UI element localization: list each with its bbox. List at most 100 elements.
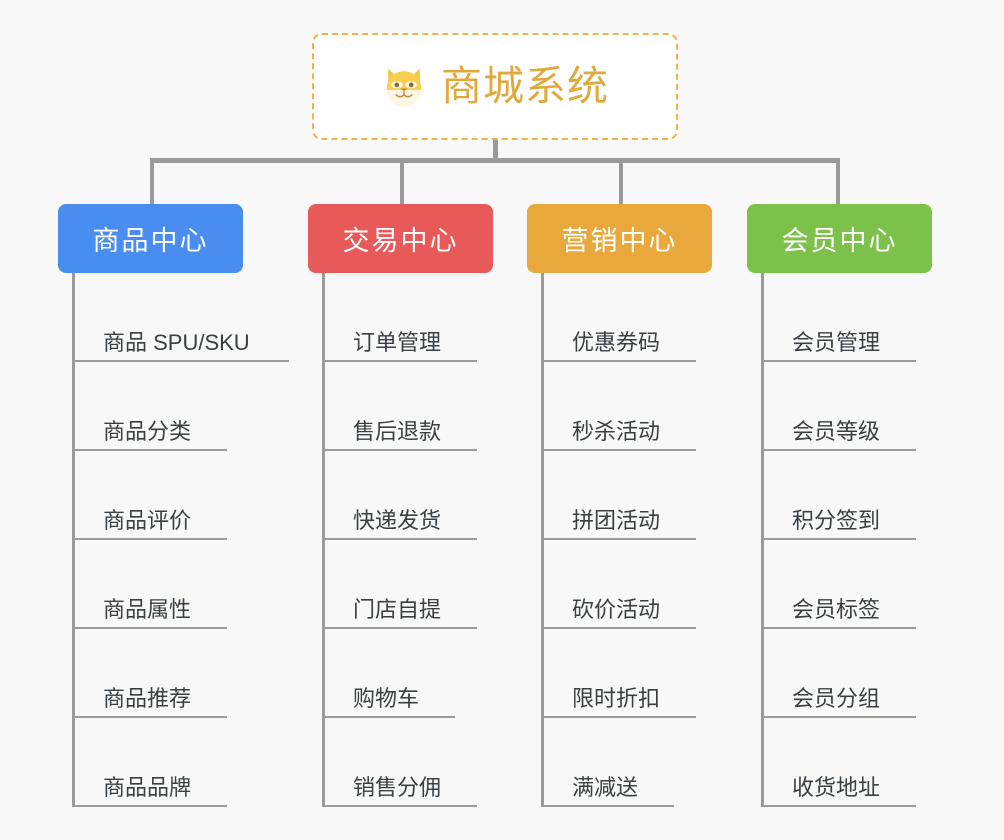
category-item-label: 订单管理 (353, 329, 442, 355)
category-column: 交易中心订单管理售后退款快递发货门店自提购物车销售分佣 (308, 204, 493, 807)
category-item-underline (761, 538, 916, 540)
category-item-underline (541, 627, 696, 629)
category-item[interactable]: 快递发货 (308, 451, 493, 540)
category-item-label: 商品 SPU/SKU (103, 329, 250, 355)
category-item[interactable]: 商品评价 (58, 451, 250, 540)
category-header[interactable]: 营销中心 (527, 204, 712, 273)
category-item[interactable]: 商品属性 (58, 540, 250, 629)
category-item-underline (761, 627, 916, 629)
category-column: 商品中心商品 SPU/SKU 商品分类商品评价商品属性商品推荐商品品牌 (58, 204, 289, 807)
category-header[interactable]: 交易中心 (308, 204, 493, 273)
category-item-label: 商品属性 (103, 596, 192, 622)
category-item-label: 销售分佣 (353, 774, 442, 800)
category-item[interactable]: 收货地址 (747, 718, 932, 807)
category-item-underline (761, 716, 916, 718)
category-item[interactable]: 门店自提 (308, 540, 493, 629)
category-column: 营销中心优惠券码秒杀活动拼团活动砍价活动限时折扣满减送 (527, 204, 712, 807)
branch-spine (322, 273, 325, 807)
category-item-label: 会员管理 (792, 329, 881, 355)
root-node[interactable]: 商城系统 (312, 33, 678, 140)
root-title: 商城系统 (441, 63, 609, 109)
category-item-list: 商品 SPU/SKU 商品分类商品评价商品属性商品推荐商品品牌 (58, 273, 289, 807)
category-item[interactable]: 秒杀活动 (527, 362, 712, 451)
category-item[interactable]: 商品品牌 (58, 718, 250, 807)
category-item-label: 商品评价 (103, 507, 192, 533)
category-item[interactable]: 积分签到 (747, 451, 932, 540)
connector-drop-2 (400, 158, 404, 206)
category-item-label: 秒杀活动 (572, 418, 661, 444)
category-item[interactable]: 购物车 (308, 629, 493, 718)
connector-drop-4 (836, 158, 840, 206)
category-item[interactable]: 拼团活动 (527, 451, 712, 540)
category-item-label: 门店自提 (353, 596, 442, 622)
category-item-underline (322, 627, 477, 629)
category-item[interactable]: 满减送 (527, 718, 712, 807)
category-item-label: 商品推荐 (103, 685, 192, 711)
category-item-underline (322, 360, 477, 362)
category-item-label: 优惠券码 (572, 329, 661, 355)
category-item-label: 会员标签 (792, 596, 881, 622)
category-item-underline (72, 449, 227, 451)
category-item-list: 会员管理会员等级积分签到会员标签会员分组收货地址 (747, 273, 932, 807)
category-item-underline (541, 716, 696, 718)
category-item-underline (322, 449, 477, 451)
category-item-underline (541, 360, 696, 362)
category-item[interactable]: 订单管理 (308, 273, 493, 362)
category-item-underline (541, 449, 696, 451)
category-item-label: 商品品牌 (103, 774, 192, 800)
category-item-underline (322, 538, 477, 540)
category-item-label: 购物车 (353, 685, 420, 711)
shiba-dog-emoji (386, 67, 422, 107)
category-item[interactable]: 会员等级 (747, 362, 932, 451)
category-item-label: 售后退款 (353, 418, 442, 444)
category-item[interactable]: 商品分类 (58, 362, 250, 451)
connector-horizontal-bus (150, 158, 840, 163)
category-item-label: 会员等级 (792, 418, 881, 444)
category-item-label: 限时折扣 (572, 685, 661, 711)
category-item[interactable]: 优惠券码 (527, 273, 712, 362)
category-item-underline (541, 805, 674, 807)
category-item-underline (761, 360, 916, 362)
category-item-label: 收货地址 (792, 774, 881, 800)
category-header[interactable]: 会员中心 (747, 204, 932, 273)
category-item[interactable]: 砍价活动 (527, 540, 712, 629)
category-item-underline (72, 805, 227, 807)
category-item[interactable]: 会员分组 (747, 629, 932, 718)
category-item[interactable]: 限时折扣 (527, 629, 712, 718)
category-item-underline (322, 805, 477, 807)
branch-spine (72, 273, 75, 807)
connector-drop-1 (150, 158, 154, 206)
category-item-underline (72, 360, 289, 362)
category-item-underline (72, 716, 227, 718)
category-item-underline (761, 805, 916, 807)
connector-drop-3 (619, 158, 623, 206)
category-item[interactable]: 商品推荐 (58, 629, 250, 718)
category-item-list: 订单管理售后退款快递发货门店自提购物车销售分佣 (308, 273, 493, 807)
category-item-label: 积分签到 (792, 507, 881, 533)
category-item-label: 会员分组 (792, 685, 881, 711)
category-item-underline (72, 538, 227, 540)
category-item-label: 拼团活动 (572, 507, 661, 533)
category-item[interactable]: 售后退款 (308, 362, 493, 451)
branch-spine (541, 273, 544, 807)
category-item-underline (72, 627, 227, 629)
branch-spine (761, 273, 764, 807)
category-header[interactable]: 商品中心 (58, 204, 243, 273)
category-header-label: 营销中心 (561, 226, 678, 256)
category-item-label: 砍价活动 (572, 596, 661, 622)
category-item-label: 快递发货 (353, 507, 442, 533)
category-item[interactable]: 会员管理 (747, 273, 932, 362)
category-item-underline (322, 716, 455, 718)
category-item-label: 满减送 (572, 774, 639, 800)
category-header-label: 会员中心 (781, 226, 898, 256)
category-header-label: 商品中心 (92, 226, 209, 256)
category-item[interactable]: 销售分佣 (308, 718, 493, 807)
category-item[interactable]: 商品 SPU/SKU (58, 273, 289, 362)
category-item-list: 优惠券码秒杀活动拼团活动砍价活动限时折扣满减送 (527, 273, 712, 807)
category-item-label: 商品分类 (103, 418, 192, 444)
category-item-underline (541, 538, 696, 540)
category-item-underline (761, 449, 916, 451)
connector-root-stem (493, 140, 498, 162)
category-item[interactable]: 会员标签 (747, 540, 932, 629)
